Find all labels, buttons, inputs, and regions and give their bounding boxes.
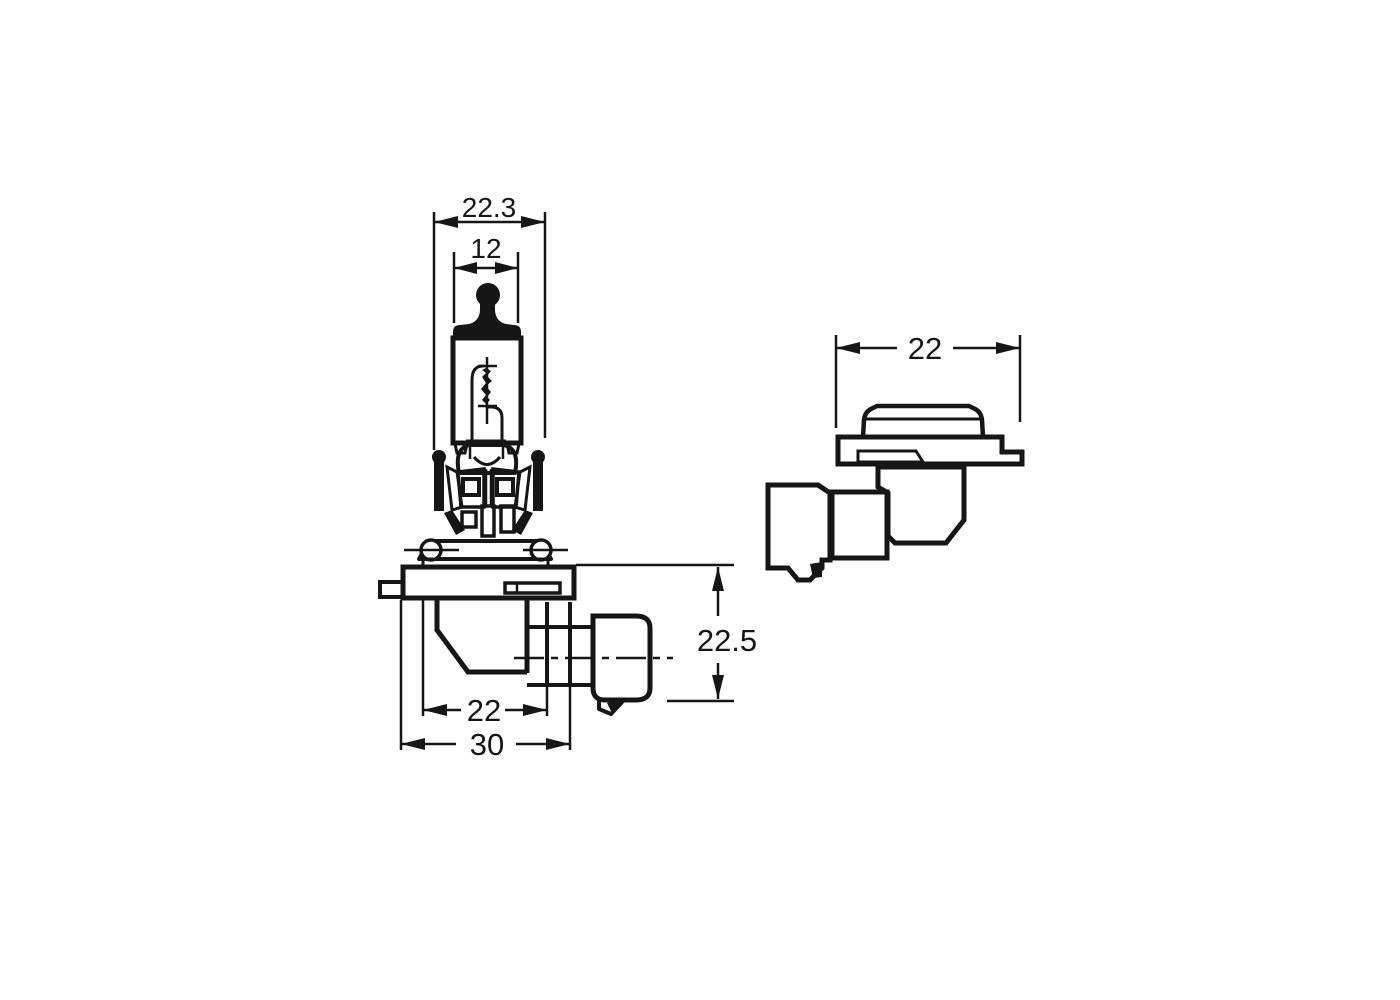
connector	[434, 598, 673, 716]
holder-crown	[455, 443, 519, 475]
dim-body-width: 22	[421, 600, 549, 728]
tip-neck	[480, 300, 495, 318]
crown-arc	[472, 455, 502, 466]
flange-key-tab	[378, 580, 405, 599]
flange-side	[835, 434, 1025, 467]
arrowhead-left	[836, 342, 860, 354]
flange-slot	[503, 581, 562, 595]
flange-side-wedge	[856, 449, 926, 464]
clip-bar-right	[533, 459, 543, 511]
support-wire-left	[470, 364, 485, 443]
dim-overall-width: 22.3	[432, 192, 547, 450]
dim-depth: 22.5	[576, 563, 757, 703]
arrowhead-right	[996, 342, 1020, 354]
dim-label-glass-diameter: 12	[470, 233, 501, 264]
tip-ball	[476, 283, 500, 307]
connector-body-outline	[434, 598, 527, 675]
dim-label-overall-width: 22.3	[462, 192, 517, 223]
support-wire-right	[485, 405, 504, 443]
base-cap	[860, 403, 986, 440]
tongue-small	[460, 510, 478, 529]
connector-plug	[590, 613, 653, 703]
connector-side	[765, 464, 967, 583]
arrowhead-right	[546, 738, 570, 750]
plate-hole-left	[461, 477, 481, 497]
dim-label-depth: 22.5	[697, 623, 757, 658]
mounting-flange	[378, 564, 577, 601]
front-view: 22.3 12	[378, 192, 757, 762]
tongue-center	[480, 504, 496, 538]
plug-notch-mark	[607, 700, 623, 713]
arrowhead-right	[495, 262, 518, 274]
retaining-collar	[404, 538, 568, 569]
cap-outline	[860, 403, 986, 440]
wedge-left	[444, 510, 465, 535]
dim-label-body-width: 22	[467, 693, 501, 728]
dim-label-side-flange-width: 22	[908, 331, 942, 366]
arrowhead-left	[434, 216, 458, 228]
filament-assembly	[466, 357, 506, 443]
arrowhead-left	[423, 704, 447, 716]
arrowhead-up	[712, 567, 724, 591]
pinch-flank-right	[505, 442, 521, 455]
connector-body-side	[875, 464, 967, 546]
wedge-right	[512, 510, 533, 535]
tip-seal-shape	[453, 302, 521, 340]
plate-hole-right	[495, 477, 515, 497]
side-plate-left	[445, 464, 464, 512]
plug-notch-mark-side	[810, 562, 822, 578]
arrowhead-left	[401, 738, 425, 750]
bulb-tip	[453, 283, 521, 340]
arrowhead-right	[523, 704, 547, 716]
filament-coil	[481, 368, 492, 404]
flange-side-outline	[835, 434, 1025, 467]
clip-bar-left	[434, 459, 444, 511]
tongue-right	[499, 504, 516, 534]
arrowhead-down	[712, 675, 724, 699]
bulb-holder	[432, 442, 545, 538]
arrowhead-left	[454, 262, 477, 274]
arrowhead-right	[521, 216, 545, 228]
dim-glass-diameter: 12	[452, 233, 520, 323]
connector-barrel-side	[829, 489, 890, 561]
dim-label-flange-width: 30	[470, 727, 504, 762]
dim-flange-width: 30	[399, 600, 572, 762]
dim-side-flange-width: 22	[834, 331, 1022, 428]
side-view: 22	[765, 331, 1025, 583]
pinch-flank-left	[453, 442, 469, 455]
